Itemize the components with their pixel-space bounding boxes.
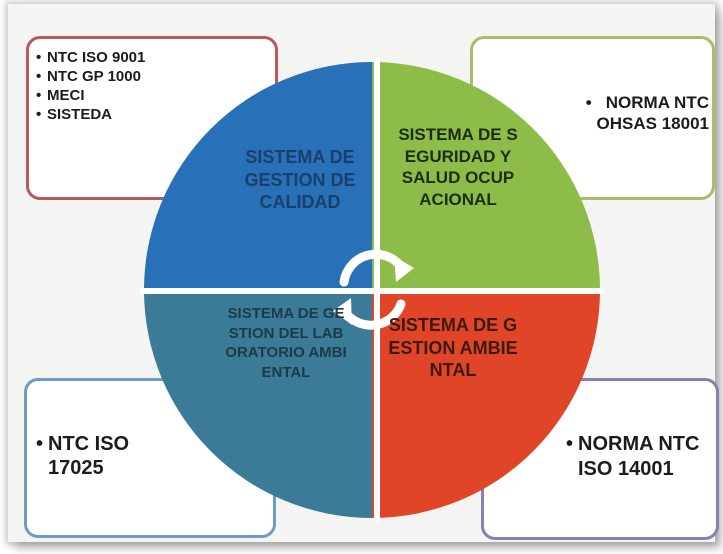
quadrant-label-quality: SISTEMA DE GESTION DE CALIDAD — [244, 147, 356, 212]
standard-label: SISTEDA — [47, 106, 113, 123]
list-item: • MECI — [36, 86, 166, 105]
bullet-icon: • — [36, 49, 42, 66]
standard-label: NORMA NTC ISO 14001 — [578, 433, 700, 480]
environmental-standards-list: •NORMA NTC ISO 14001 — [566, 432, 706, 482]
safety-standards-list: •NORMA NTC OHSAS 18001 — [584, 92, 709, 134]
standard-label: NTC ISO 9001 — [47, 49, 146, 66]
standard-label: NORMA NTC OHSAS 18001 — [596, 93, 709, 133]
list-item: •NTC ISO 17025 — [36, 432, 166, 480]
laboratory-standards-list: •NTC ISO 17025 — [36, 432, 166, 480]
quality-standards-list: • NTC ISO 9001 • NTC GP 1000 • MECI • SISTED… — [36, 48, 166, 124]
bullet-icon: • — [566, 433, 574, 455]
bullet-icon: • — [36, 87, 42, 104]
bullet-icon: • — [36, 68, 42, 85]
standard-label: NTC ISO 17025 — [48, 433, 130, 479]
list-item: •NORMA NTC ISO 14001 — [566, 432, 706, 482]
bullet-icon: • — [585, 93, 592, 112]
bullet-icon: • — [36, 433, 44, 455]
list-item: • NTC ISO 9001 — [36, 48, 166, 67]
quadrant-label-laboratory: SISTEMA DE GESTION DEL LABORATORIO AMBIE… — [225, 305, 347, 381]
standard-label: NTC GP 1000 — [47, 68, 141, 85]
quadrant-label-safety: SISTEMA DE SEGURIDAD Y SALUD OCUPACIONAL — [398, 125, 518, 209]
list-item: • NTC GP 1000 — [36, 67, 166, 86]
cycle-arrows-icon — [333, 249, 414, 330]
list-item: • SISTEDA — [36, 105, 166, 124]
quadrant-label-environmental: SISTEMA DE GESTION AMBIENTAL — [388, 315, 518, 380]
bullet-icon: • — [36, 106, 42, 123]
standard-label: MECI — [47, 87, 85, 104]
list-item: •NORMA NTC OHSAS 18001 — [584, 92, 709, 134]
